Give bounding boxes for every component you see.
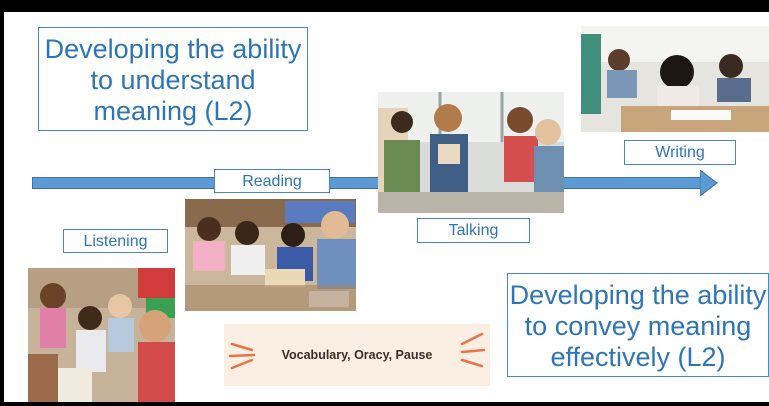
convey-line-3: effectively (L2) — [550, 342, 726, 372]
understand-line-2: to understand — [90, 65, 256, 95]
talking-label: Talking — [417, 218, 530, 243]
banner-text: Vocabulary, Oracy, Pause — [281, 348, 433, 362]
left-spark-icon — [228, 342, 256, 370]
understand-line-1: Developing the ability — [44, 34, 302, 64]
convey-meaning-box: Developing the ability to convey meaning… — [507, 273, 769, 377]
convey-line-2: to convey meaning — [524, 311, 752, 341]
reading-label: Reading — [214, 169, 330, 193]
understand-line-3: meaning (L2) — [93, 96, 253, 126]
convey-line-1: Developing the ability — [509, 280, 767, 310]
listening-photo — [28, 268, 175, 402]
understand-meaning-box: Developing the ability to understand mea… — [38, 27, 308, 131]
writing-label: Writing — [624, 140, 736, 165]
slide: Developing the ability to understand mea… — [4, 12, 769, 402]
talking-photo — [378, 92, 564, 213]
right-spark-icon — [460, 332, 486, 368]
writing-photo — [581, 26, 769, 132]
vocabulary-oracy-banner: Vocabulary, Oracy, Pause — [224, 324, 490, 386]
timeline-arrow-shaft — [32, 177, 704, 189]
reading-photo — [185, 199, 356, 311]
timeline-arrow-head — [700, 170, 718, 196]
listening-label: Listening — [63, 229, 168, 253]
